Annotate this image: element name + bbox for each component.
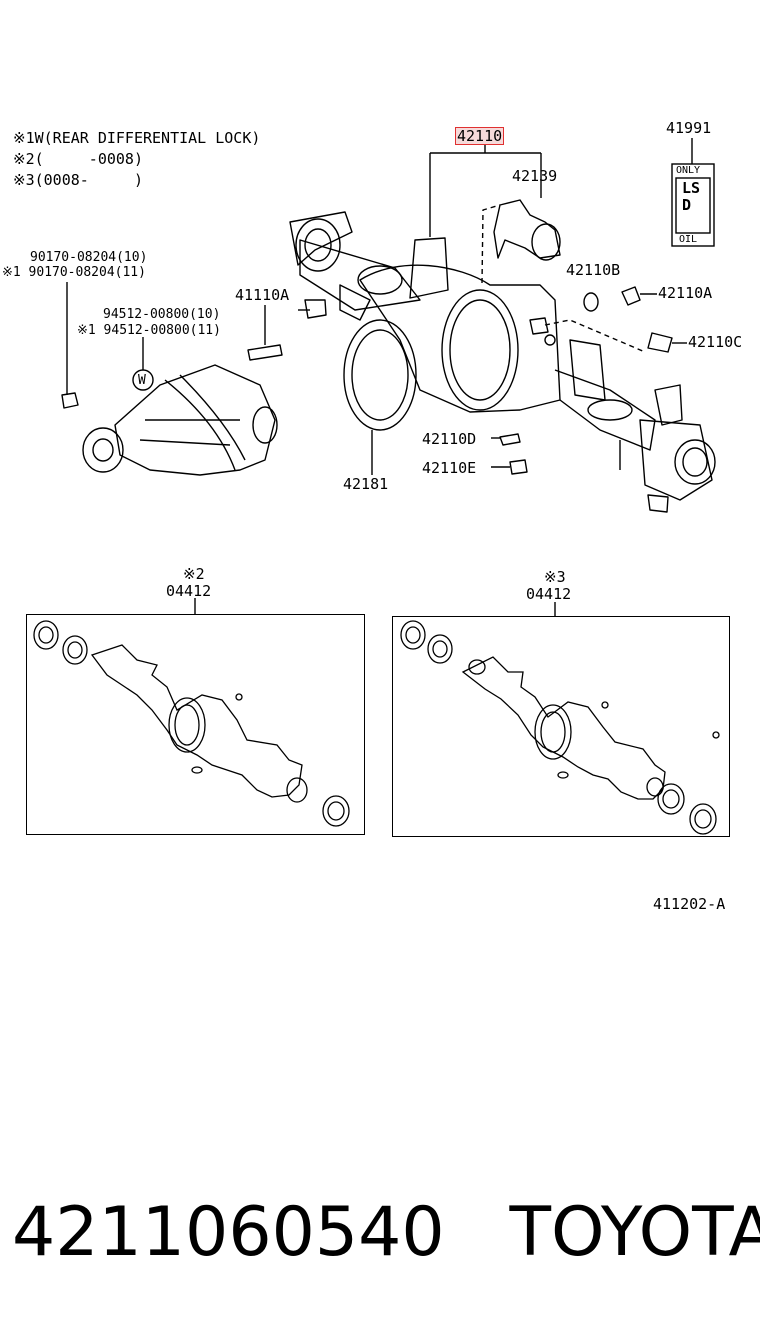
callout-42181[interactable]: 42181 [343, 475, 389, 493]
note-2: ※2( -0008) [13, 151, 143, 167]
kit-2-note: ※3 [544, 568, 566, 586]
footer-part-number: 4211060540 [12, 1193, 445, 1272]
diagram-code: 411202-A [653, 895, 726, 913]
kit-2-box[interactable] [392, 616, 730, 837]
w-mark: W [138, 373, 146, 388]
plate-text-oil: OIL [679, 234, 698, 245]
callout-bolt-line-1[interactable]: 90170-08204(10) [30, 250, 148, 265]
callout-42110B[interactable]: 42110B [566, 261, 621, 279]
note-3-text: (0008- ) [34, 171, 143, 189]
note-1-mark: ※1 [13, 129, 35, 147]
part-42139-drawing [493, 199, 561, 261]
note-2-text: ( -0008) [34, 150, 143, 168]
kit-2-gasket-set-drawing [400, 620, 720, 835]
footer-brand: TOYOTA [509, 1193, 760, 1272]
footer-part-info: 4211060540 TOYOTA [12, 1190, 760, 1280]
callout-42110D[interactable]: 42110D [422, 430, 477, 448]
callout-42139[interactable]: 42139 [512, 167, 558, 185]
callout-42110C[interactable]: 42110C [688, 333, 743, 351]
differential-carrier-drawing [82, 364, 278, 476]
callout-bolt-line-2[interactable]: ※1 90170-08204(11) [2, 265, 146, 280]
kit-1-gasket-set-drawing [33, 620, 350, 827]
callout-42110-highlighted[interactable]: 42110 [454, 127, 505, 145]
callout-41110A[interactable]: 41110A [235, 286, 290, 304]
callout-washer-line-1[interactable]: 94512-00800(10) [103, 307, 221, 322]
note-3-mark: ※3 [13, 171, 35, 189]
note-2-mark: ※2 [13, 150, 35, 168]
kit-1-part[interactable]: 04412 [166, 582, 212, 600]
note-1-text: W(REAR DIFFERENTIAL LOCK) [34, 129, 261, 147]
callout-42110A-right[interactable]: 42110A [658, 284, 713, 302]
kit-2-part[interactable]: 04412 [526, 585, 572, 603]
note-1: ※1W(REAR DIFFERENTIAL LOCK) [13, 130, 260, 146]
callout-washer-line-2[interactable]: ※1 94512-00800(11) [77, 323, 221, 338]
small-parts-drawing [61, 138, 693, 475]
plate-text-lsd: LSD [682, 179, 701, 214]
plate-text-only: ONLY [676, 165, 701, 176]
axle-housing-drawing [289, 204, 716, 513]
lsd-oil-plate-drawing [671, 163, 715, 247]
callout-42110-bracket [429, 143, 542, 237]
callout-42110E[interactable]: 42110E [422, 459, 477, 477]
kit-1-box[interactable] [26, 614, 365, 835]
callout-41991[interactable]: 41991 [666, 119, 712, 137]
gasket-42181-drawing [343, 319, 417, 475]
kit-1-note: ※2 [183, 565, 205, 583]
note-3: ※3(0008- ) [13, 172, 143, 188]
